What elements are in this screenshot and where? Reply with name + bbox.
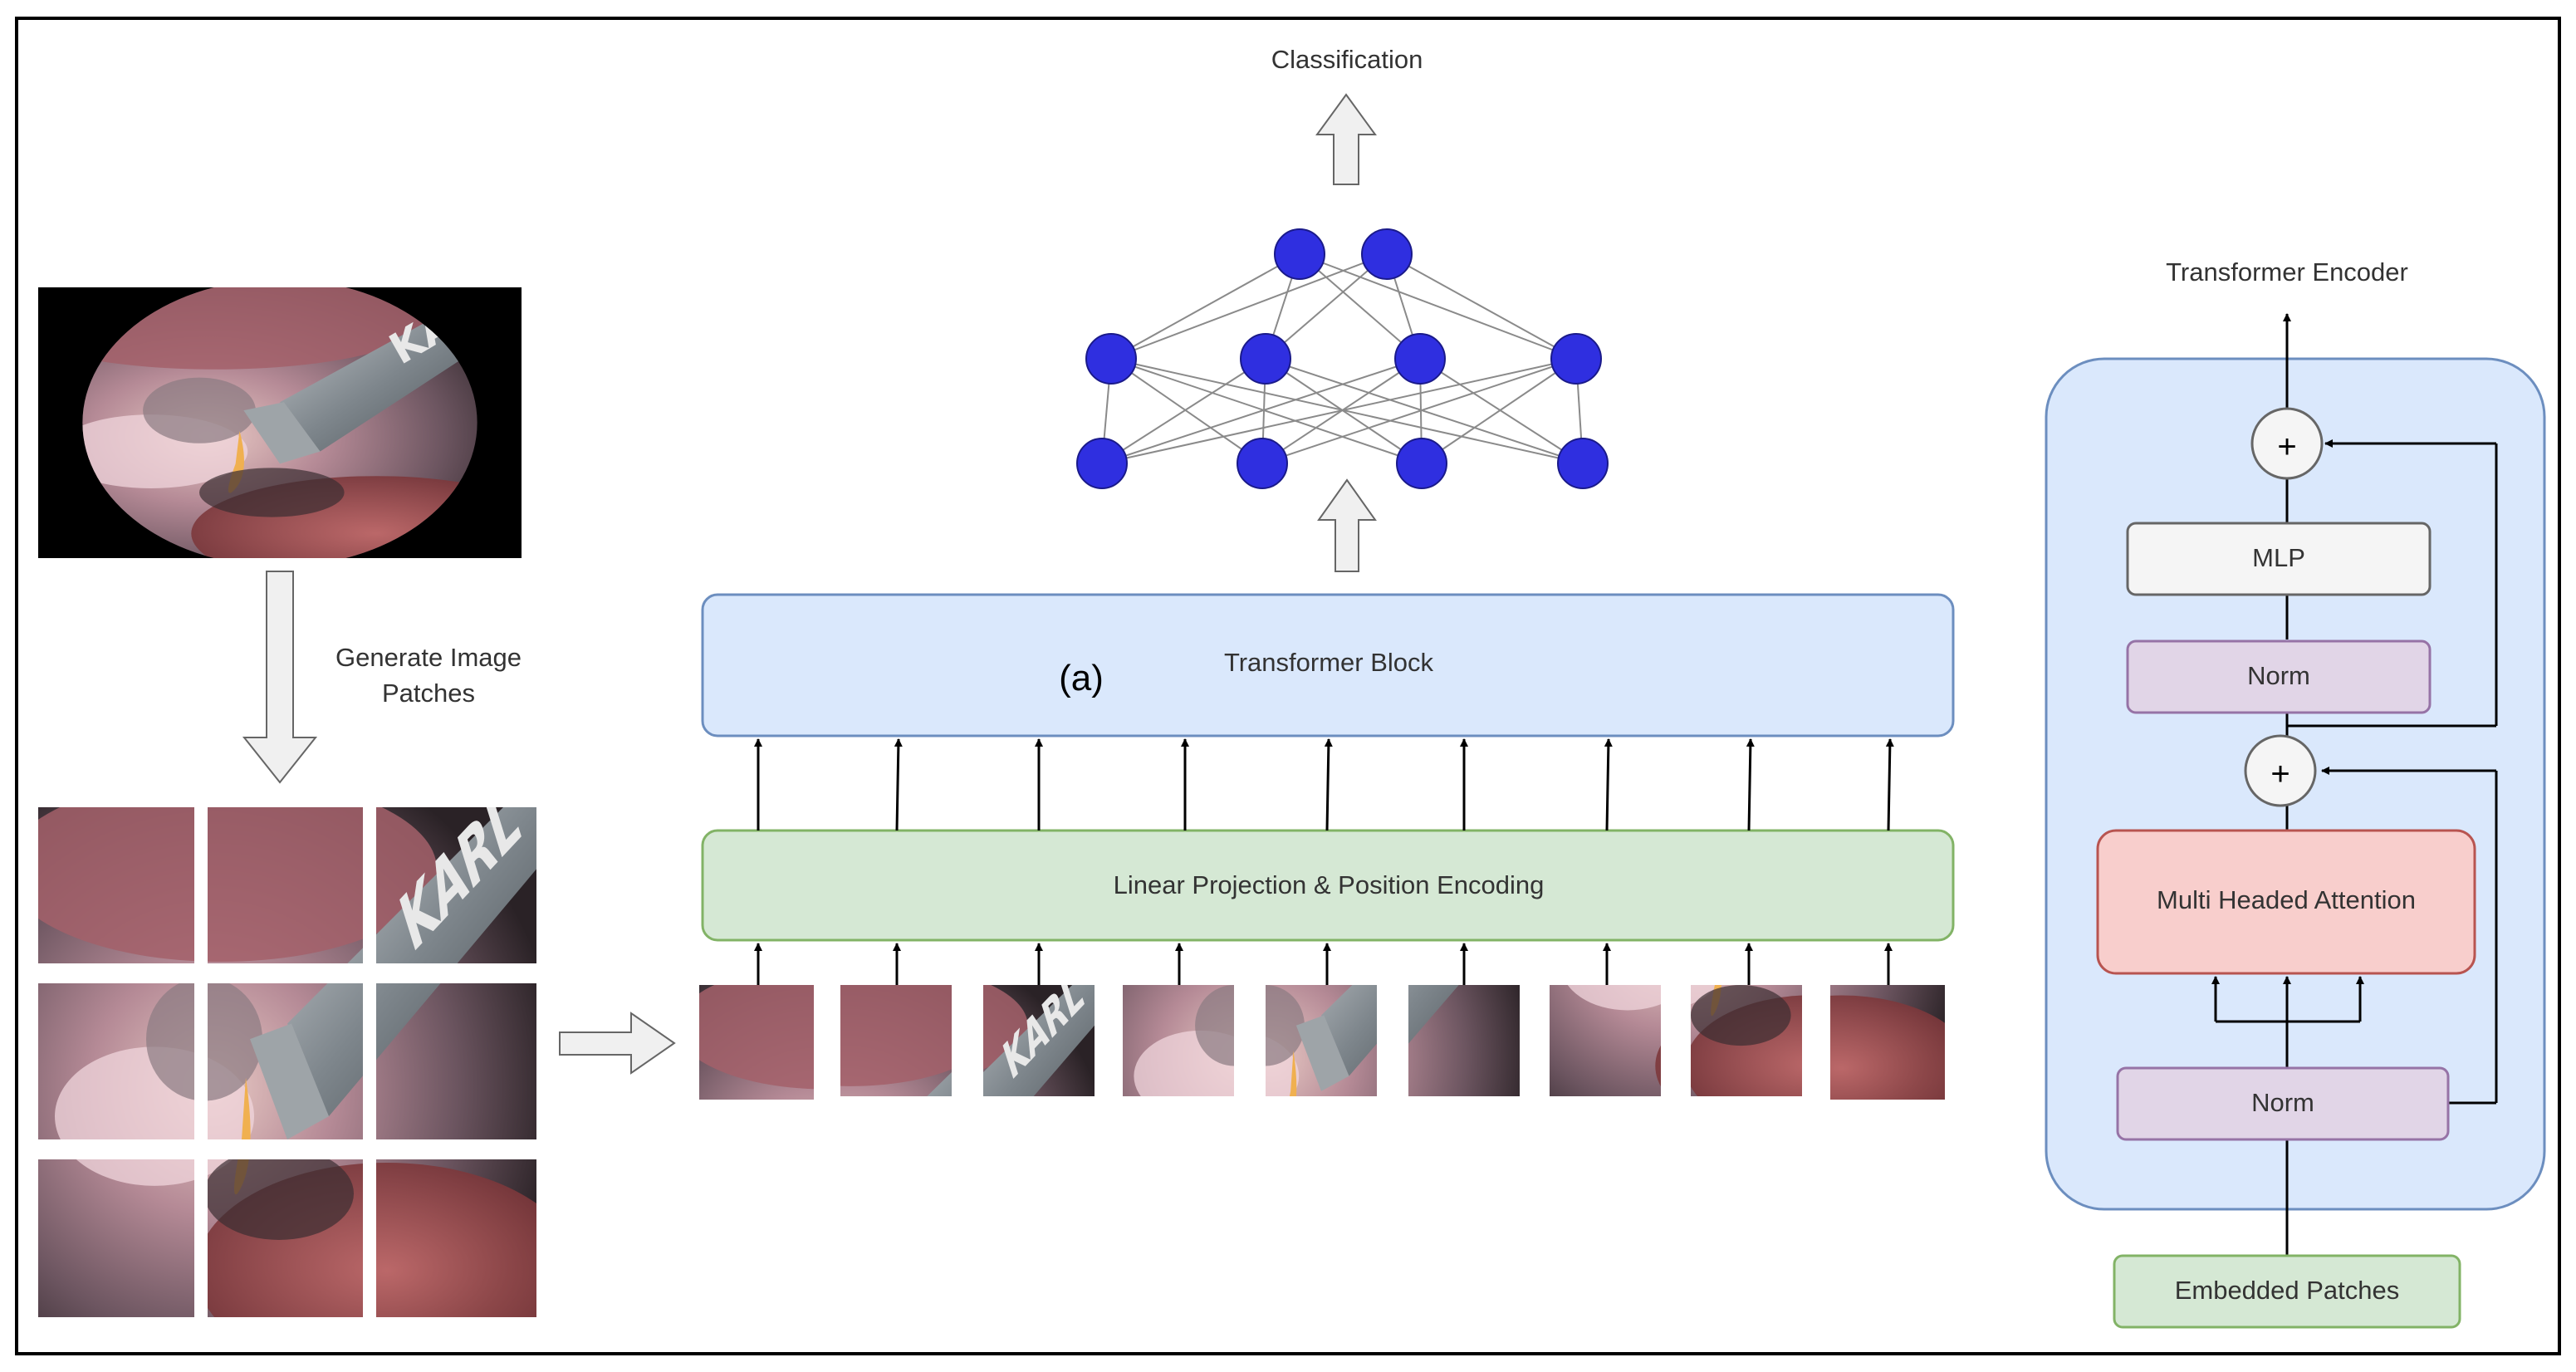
- encoder-flow-lines: [2211, 313, 2498, 1256]
- hidden-node-3: [1394, 333, 1446, 385]
- input-node-2: [1237, 438, 1288, 489]
- input-node-1: [1076, 438, 1128, 489]
- block-to-head-arrow: [1317, 478, 1377, 572]
- linear-projection-label: Linear Projection & Position Encoding: [1113, 870, 1545, 899]
- classification-network: [1076, 228, 1609, 489]
- attention-box: [2096, 829, 2476, 975]
- hidden-node-2: [1240, 333, 1291, 385]
- attention-label: Multi Headed Attention: [2157, 885, 2416, 914]
- transformer-block-label: Transformer Block: [1223, 648, 1434, 677]
- output-node-1: [1274, 228, 1325, 280]
- input-node-4: [1557, 438, 1609, 489]
- norm-top-box: [2126, 639, 2432, 714]
- output-node-2: [1361, 228, 1413, 280]
- mlp-label: MLP: [2252, 543, 2305, 572]
- to-classification-arrow: [1315, 93, 1377, 185]
- mlp-box: [2126, 522, 2432, 596]
- residual-add-bottom: [2244, 734, 2317, 807]
- input-node-3: [1396, 438, 1447, 489]
- embedded-patches-box: [2113, 1254, 2461, 1329]
- generate-patches-label: Generate Image Patches: [335, 643, 522, 708]
- figure-frame: [15, 17, 2561, 1355]
- residual-plus-top-label: +: [2277, 429, 2297, 465]
- residual-plus-bottom-label: +: [2270, 756, 2290, 792]
- patched-image: [38, 807, 536, 1317]
- classification-label: Classification: [1271, 45, 1423, 74]
- hidden-node-1: [1085, 333, 1137, 385]
- source-surgical-image: [38, 287, 522, 558]
- generate-patches-arrow: [242, 571, 318, 784]
- projection-to-block-arrows: [754, 738, 1894, 831]
- transformer-block-box: [701, 593, 1955, 737]
- norm-bottom-label: Norm: [2251, 1088, 2314, 1117]
- embedded-patches-label: Embedded Patches: [2174, 1276, 2400, 1305]
- panel-marker-label: (a): [1059, 658, 1104, 698]
- patch-to-projection-arrows: [754, 943, 1893, 985]
- to-patches-arrow: [559, 1012, 676, 1075]
- hidden-node-4: [1550, 333, 1602, 385]
- residual-add-top: [2250, 407, 2324, 480]
- norm-top-label: Norm: [2247, 661, 2310, 690]
- encoder-title-label: Transformer Encoder: [2166, 257, 2408, 287]
- norm-bottom-box: [2116, 1066, 2450, 1141]
